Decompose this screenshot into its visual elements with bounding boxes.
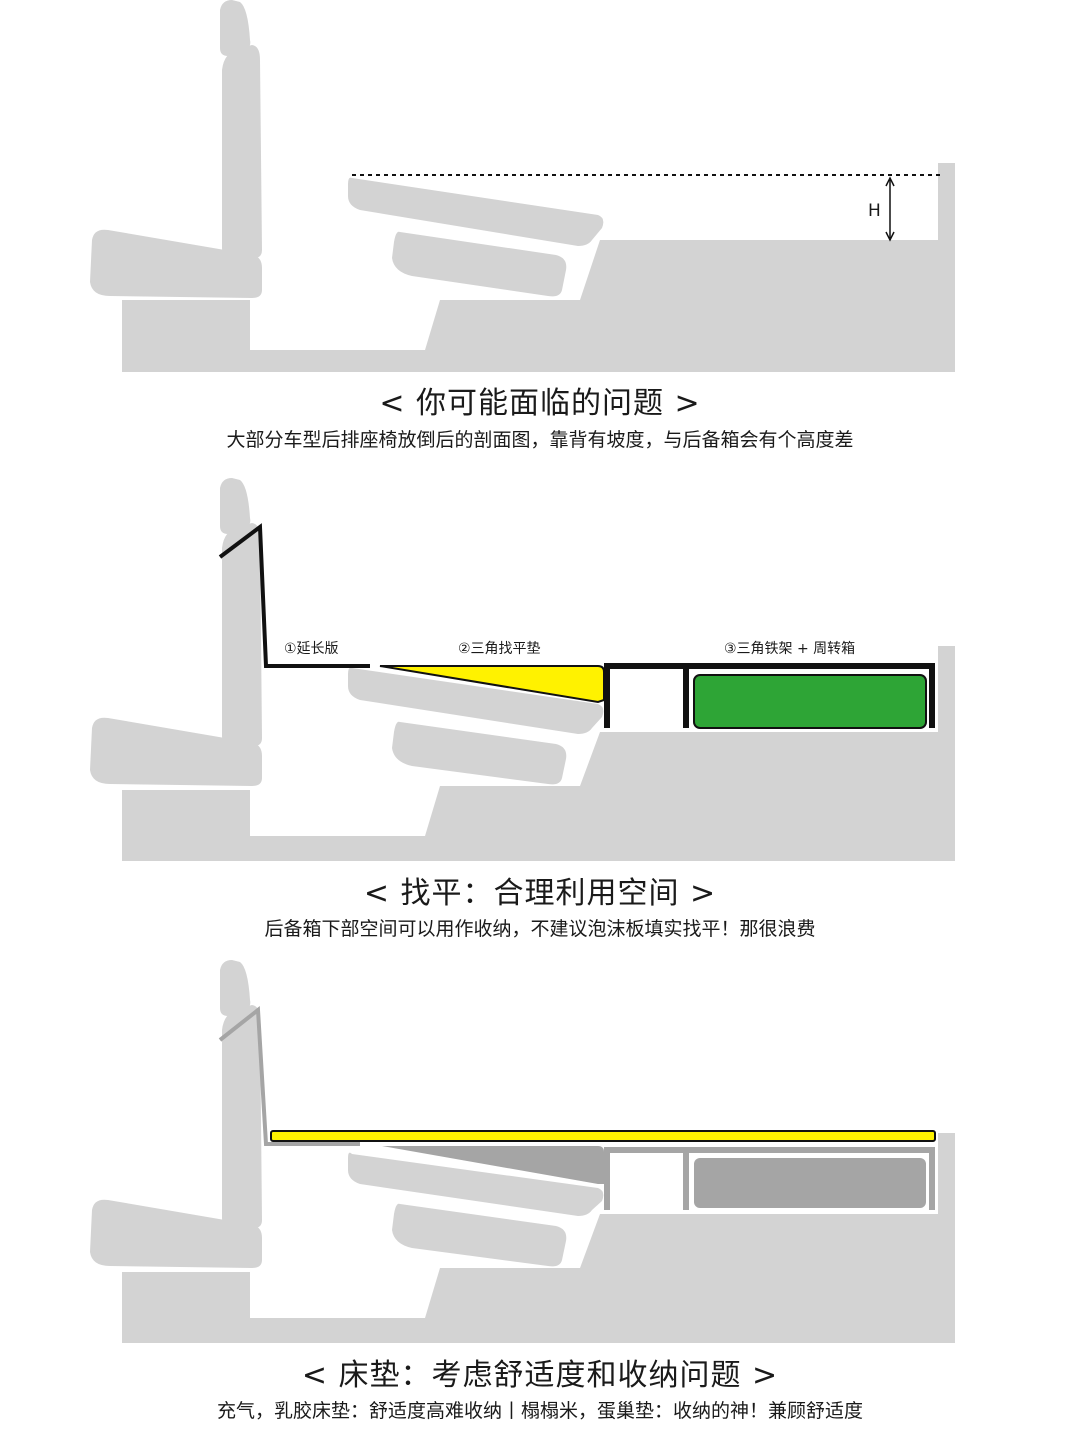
front-backrest [222, 1005, 262, 1228]
arrow-head-top [885, 176, 895, 187]
rack-frame-faded [604, 1147, 935, 1210]
diagram-mattress [90, 960, 955, 1343]
height-label: H [868, 201, 881, 221]
mattress [270, 1130, 936, 1142]
panel-title: < 找平：合理利用空间 > [363, 876, 717, 911]
extension-board [218, 523, 370, 668]
panel-title: < 你可能面临的问题 > [379, 386, 701, 421]
label-rack: ③三角铁架 + 周转箱 [724, 641, 855, 657]
front-headrest [220, 960, 251, 1016]
storage-box [693, 674, 927, 729]
triangle-wedge-faded [382, 1146, 604, 1184]
car-floor [122, 646, 955, 861]
rack-frame [604, 663, 935, 728]
rear-cushion [392, 231, 567, 297]
car-floor [122, 1133, 955, 1343]
front-cushion [90, 717, 262, 786]
diagram-seat-section: H [90, 0, 955, 372]
panel-caption: 后备箱下部空间可以用作收纳，不建议泡沫板填实找平！那很浪费 [264, 918, 816, 940]
front-backrest [222, 45, 262, 258]
rear-backrest-folded [348, 177, 604, 246]
front-cushion [90, 1199, 262, 1268]
front-cushion [90, 229, 262, 298]
label-wedge: ②三角找平垫 [458, 641, 541, 657]
panel-caption: 充气，乳胶床垫：舒适度高难收纳丨榻榻米，蛋巢垫：收纳的神！兼顾舒适度 [216, 1400, 863, 1422]
front-headrest [220, 478, 251, 534]
extension-board-faded [218, 1006, 360, 1146]
panel-problem: H < 你可能面临的问题 > 大部分车型后排座椅放倒后的剖面图，靠背有坡度，与后… [0, 0, 1080, 470]
storage-box-faded [694, 1158, 926, 1208]
panel-caption: 大部分车型后排座椅放倒后的剖面图，靠背有坡度，与后备箱会有个高度差 [226, 429, 854, 451]
label-extension: ①延长版 [284, 641, 339, 657]
panel-leveling: ①延长版 ②三角找平垫 ③三角铁架 + 周转箱 < 找平：合理利用空间 > 后备… [0, 476, 1080, 946]
rear-backrest-folded [348, 667, 604, 734]
rear-cushion [392, 721, 567, 785]
arrow-head-bottom [885, 231, 895, 242]
car-floor [122, 163, 955, 372]
panel-mattress: < 床垫：考虑舒适度和收纳问题 > 充气，乳胶床垫：舒适度高难收纳丨榻榻米，蛋巢… [0, 958, 1080, 1440]
diagram-leveling: ①延长版 ②三角找平垫 ③三角铁架 + 周转箱 [90, 478, 955, 861]
rear-cushion [392, 1203, 567, 1267]
rear-backrest-folded [348, 1152, 604, 1216]
front-headrest [220, 0, 251, 56]
panel-title: < 床垫：考虑舒适度和收纳问题 > [301, 1358, 779, 1393]
front-backrest [222, 523, 262, 746]
